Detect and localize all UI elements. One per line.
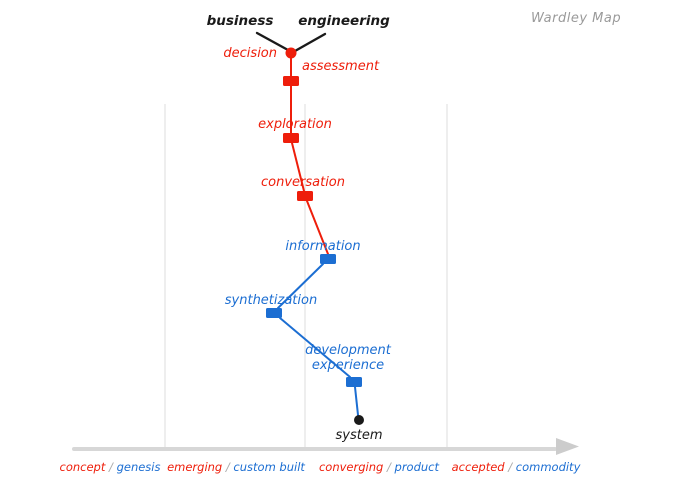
node-label-information: information — [285, 239, 360, 254]
edge-engineering-decision — [293, 32, 327, 53]
node-information — [320, 254, 336, 264]
stage-label: accepted / commodity — [452, 460, 581, 474]
label-engineering: engineering — [298, 13, 390, 29]
edge-synthetization-development-experience — [279, 317, 351, 378]
edge-information-synthetization — [277, 263, 324, 309]
node-synthetization — [266, 308, 282, 318]
node-assessment — [283, 76, 299, 86]
node-label-decision: decision — [223, 46, 277, 61]
map-title: Wardley Map — [531, 11, 622, 26]
node-conversation — [297, 191, 313, 201]
edge-exploration-conversation — [291, 142, 305, 192]
stage-label: emerging / custom built — [167, 460, 305, 474]
node-exploration — [283, 133, 299, 143]
node-label-exploration: exploration — [258, 117, 332, 132]
evolution-axis — [72, 447, 557, 451]
label-business: business — [207, 13, 274, 29]
edge-business-decision — [255, 31, 290, 52]
edge-conversation-information — [306, 200, 329, 255]
node-label-synthetization: synthetization — [225, 293, 317, 308]
node-label-system: system — [336, 428, 383, 443]
stage-label: concept / genesis — [60, 460, 161, 474]
node-decision — [285, 47, 297, 59]
node-system — [354, 415, 364, 425]
axis-arrow-icon — [556, 438, 579, 455]
node-label-conversation: conversation — [261, 175, 345, 190]
node-label-assessment: assessment — [302, 59, 380, 74]
edge-development-experience-system — [354, 386, 359, 416]
node-development-experience — [346, 377, 362, 387]
stage-label: converging / product — [319, 460, 440, 474]
